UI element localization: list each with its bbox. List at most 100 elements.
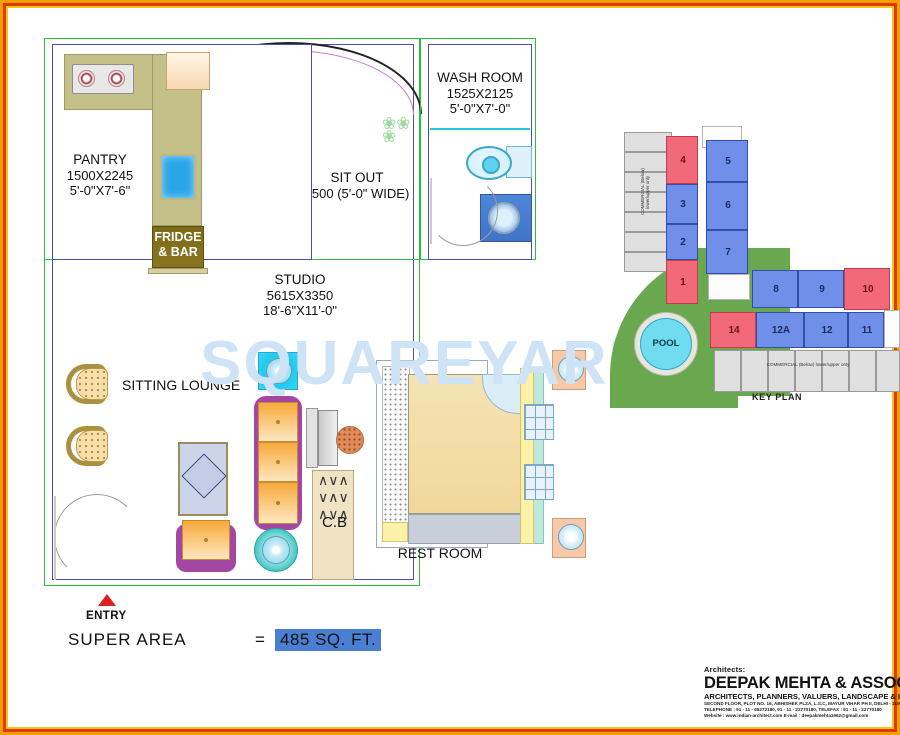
key-plan-block-2-num: 2 — [680, 237, 686, 248]
washroom-name: WASH ROOM — [437, 70, 523, 85]
pantry-upper-cabinet — [166, 52, 210, 90]
architect-disciplines: ARCHITECTS, PLANNERS, VALUERS, LANDSCAPE… — [704, 692, 900, 701]
key-plan-commercial-bottom-label: COMMERCIAL (Below) lower/upper only — [766, 362, 850, 367]
key-plan-core-mid — [708, 274, 750, 300]
key-plan-block-12-num: 12 — [821, 325, 833, 336]
key-plan-block-14-num: 14 — [728, 325, 740, 336]
pool: POOL — [640, 318, 692, 370]
pool-label: POOL — [652, 338, 680, 349]
sofa-dot-1 — [276, 420, 280, 424]
sitout-dim: 1500 (5'-0" WIDE) — [304, 185, 410, 201]
kp-strip-l7 — [624, 252, 672, 272]
super-area-equals: = — [255, 630, 265, 649]
lounge-name: SITTING LOUNGE — [122, 377, 241, 393]
room-label-pantry: PANTRY 1500X2245 5'-0"X7'-6" — [50, 152, 150, 199]
key-plan: COMMERCIAL (Below) lower/upper only 4 3 … — [610, 120, 900, 410]
studio-dim-mm: 5615X3350 — [266, 287, 334, 303]
pillow-2 — [524, 464, 554, 500]
key-plan-block-1-num: 1 — [680, 277, 686, 288]
burner-right-icon — [108, 70, 125, 87]
nightstand-lamp-top-icon — [558, 356, 584, 382]
fridge-bar-unit: FRIDGE & BAR — [152, 226, 204, 268]
key-plan-block-8-num: 8 — [773, 284, 779, 295]
room-label-lounge: SITTING LOUNGE — [122, 377, 252, 394]
architect-prefix: Architects: — [704, 665, 746, 674]
cupboard — [312, 470, 354, 580]
floor-plan: ❀❀❀ ❀❀❀ SIT OUT 1500 (5'-0" WIDE) FRIDGE — [30, 28, 586, 622]
key-plan-block-6-num: 6 — [725, 200, 731, 211]
room-label-sitout: SIT OUT 1500 (5'-0" WIDE) — [282, 170, 432, 201]
washroom-dim-ft: 5'-0"X7'-0" — [449, 101, 511, 116]
architect-credit-block: Architects: DEEPAK MEHTA & ASSOCIATES AR… — [704, 665, 900, 719]
key-plan-title: KEY PLAN — [752, 392, 803, 402]
fridge-label-line1: FRIDGE — [154, 230, 202, 244]
key-plan-block-5-num: 5 — [725, 156, 731, 167]
key-plan-block-12A-num: 12A — [771, 325, 791, 336]
kp-strip-l6 — [624, 232, 672, 252]
washroom-dim-mm: 1525X2125 — [446, 85, 514, 101]
key-plan-block-11-num: 11 — [861, 325, 873, 336]
key-plan-block-12: 12 — [804, 312, 848, 348]
key-plan-block-2: 2 — [666, 224, 698, 260]
tv-screen — [318, 410, 338, 466]
room-label-washroom: WASH ROOM 1525X2125 5'-0"X7'-0" — [424, 70, 536, 117]
lounge-chair-1-seat — [76, 368, 108, 400]
kp-strip-b3 — [768, 350, 795, 392]
entry-door-swing — [54, 494, 140, 580]
key-plan-block-7: 7 — [706, 230, 748, 274]
burner-left-icon — [78, 70, 95, 87]
pantry-sink — [160, 154, 196, 200]
washroom-door-leaf — [430, 178, 432, 244]
key-plan-block-11: 11 — [848, 312, 884, 348]
plant-icon-right: ❀❀❀ — [382, 114, 411, 147]
key-plan-block-14: 14 — [710, 312, 756, 348]
nightstand-lamp-bottom-icon — [558, 524, 584, 550]
bed-side-strip — [382, 522, 408, 542]
lounge-chair-2-seat — [76, 430, 108, 462]
sofa-dot-3 — [276, 501, 280, 505]
super-area-label: SUPER AREA — [68, 630, 187, 649]
key-plan-block-10: 10 — [844, 268, 890, 310]
round-side-table-detail-icon — [262, 536, 290, 564]
tv-console — [306, 408, 318, 468]
architect-web: Website : www.indian-architect.com E-mai… — [704, 713, 869, 718]
architect-name: DEEPAK MEHTA & ASSOCIATES — [704, 674, 900, 692]
entry-marker-icon — [98, 594, 116, 606]
key-plan-core-right — [884, 310, 900, 348]
key-plan-block-3-num: 3 — [680, 199, 686, 210]
key-plan-commercial-left-label: COMMERCIAL (Below) lower/upper only — [640, 168, 650, 216]
pantry-dim-ft: 5'-0"X7'-6" — [69, 183, 131, 198]
side-table-square-detail-icon — [266, 358, 292, 384]
super-area-value: 485 SQ. FT. — [275, 629, 382, 651]
key-plan-block-12A: 12A — [756, 312, 804, 348]
bed-footboard — [408, 514, 528, 544]
restroom-name: REST ROOM — [397, 545, 483, 561]
studio-name: STUDIO — [274, 272, 326, 287]
pantry-name: PANTRY — [73, 152, 127, 167]
toilet-seat-icon — [482, 156, 500, 174]
drawing-canvas: ❀❀❀ ❀❀❀ SIT OUT 1500 (5'-0" WIDE) FRIDGE — [10, 10, 900, 725]
kp-strip-b7 — [876, 350, 900, 392]
key-plan-block-4-num: 4 — [680, 155, 686, 166]
cupboard-label: C.B — [322, 514, 348, 531]
fridge-label-line2: & BAR — [158, 245, 198, 259]
pantry-dim-mm: 1500X2245 — [66, 167, 134, 183]
cupboard-hangers-icon: ∧∨∧∨∧∨∧∨∧ — [318, 472, 349, 522]
sitout-name: SIT OUT — [330, 170, 384, 185]
kp-strip-b2 — [741, 350, 768, 392]
key-plan-block-7-num: 7 — [725, 247, 731, 258]
kp-strip-b1 — [714, 350, 741, 392]
sofa-dot-2 — [276, 460, 280, 464]
tv-stool — [336, 426, 364, 454]
kp-strip-l1 — [624, 132, 672, 152]
entry-label: ENTRY — [86, 610, 127, 622]
key-plan-block-5: 5 — [706, 140, 748, 182]
studio-dim-ft: 18'-6"X11'-0" — [263, 303, 337, 318]
key-plan-block-4: 4 — [666, 136, 698, 184]
architect-address: SECOND FLOOR, PLOT NO. 16, ABHISHEK PLZA… — [704, 701, 900, 706]
entry-door-leaf — [54, 496, 56, 580]
key-plan-block-8: 8 — [752, 270, 798, 308]
pillow-1 — [524, 404, 554, 440]
room-label-restroom: REST ROOM — [380, 545, 500, 562]
